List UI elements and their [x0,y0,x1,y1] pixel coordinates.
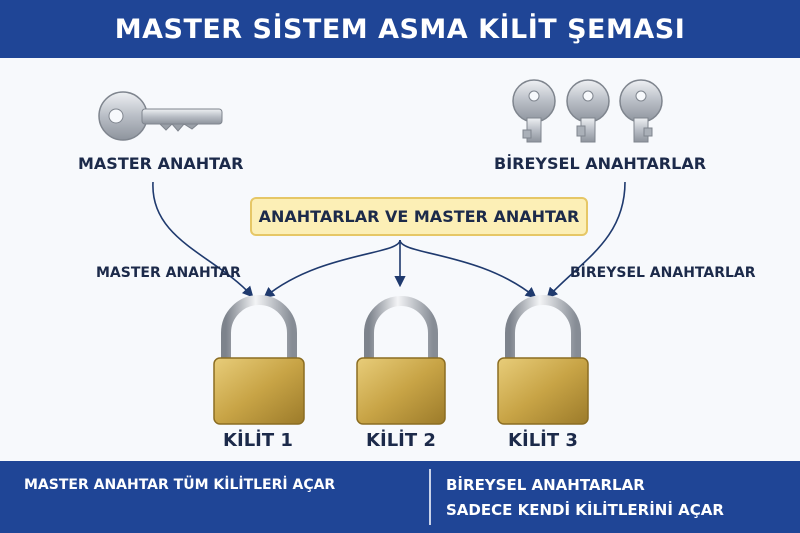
master-to-lock1-arrow [152,181,254,298]
individual-keys-icon [512,79,663,143]
title-banner: MASTER SİSTEM ASMA KİLİT ŞEMASI [0,0,800,58]
individual-keys-label: BİREYSEL ANAHTARLAR [494,154,707,173]
lock-1-label: KİLİT 1 [223,430,293,451]
footer-individual-note-line2: SADECE KENDİ KİLİTLERİNİ AÇAR [446,501,724,519]
footer-individual-note-line1: BİREYSEL ANAHTARLAR [446,476,645,494]
footer-banner: MASTER ANAHTAR TÜM KİLİTLERİ AÇAR BİREYS… [0,461,800,533]
master-key-label-strong: MASTER [78,154,152,173]
connection-arrows [152,181,626,299]
left-arrow-label: MASTER ANAHTAR [96,265,241,281]
right-arrow-label: BİREYSEL ANAHTARLAR [570,265,756,281]
center-to-lock1-arrow [263,239,401,299]
padlock-3-icon [497,295,589,425]
footer-individual-note: BİREYSEL ANAHTARLAR SADECE KENDİ KİLİTLE… [446,473,786,523]
master-key-label: MASTER ANAHTAR [78,154,244,173]
padlock-2-icon [356,296,446,425]
master-key-icon [98,91,223,141]
individual-to-lock3-arrow [546,181,626,299]
center-to-lock3-arrow [399,239,537,299]
lock-3-label: KİLİT 3 [508,430,578,451]
master-key-label-rest: ANAHTAR [152,154,244,173]
page-title: MASTER SİSTEM ASMA KİLİT ŞEMASI [114,13,686,45]
footer-divider [429,469,431,525]
padlock-1-icon [213,295,305,425]
keys-and-master-box: ANAHTARLAR VE MASTER ANAHTAR [250,197,588,236]
lock-2-label: KİLİT 2 [366,430,436,451]
footer-master-note: MASTER ANAHTAR TÜM KİLİTLERİ AÇAR [24,476,336,493]
